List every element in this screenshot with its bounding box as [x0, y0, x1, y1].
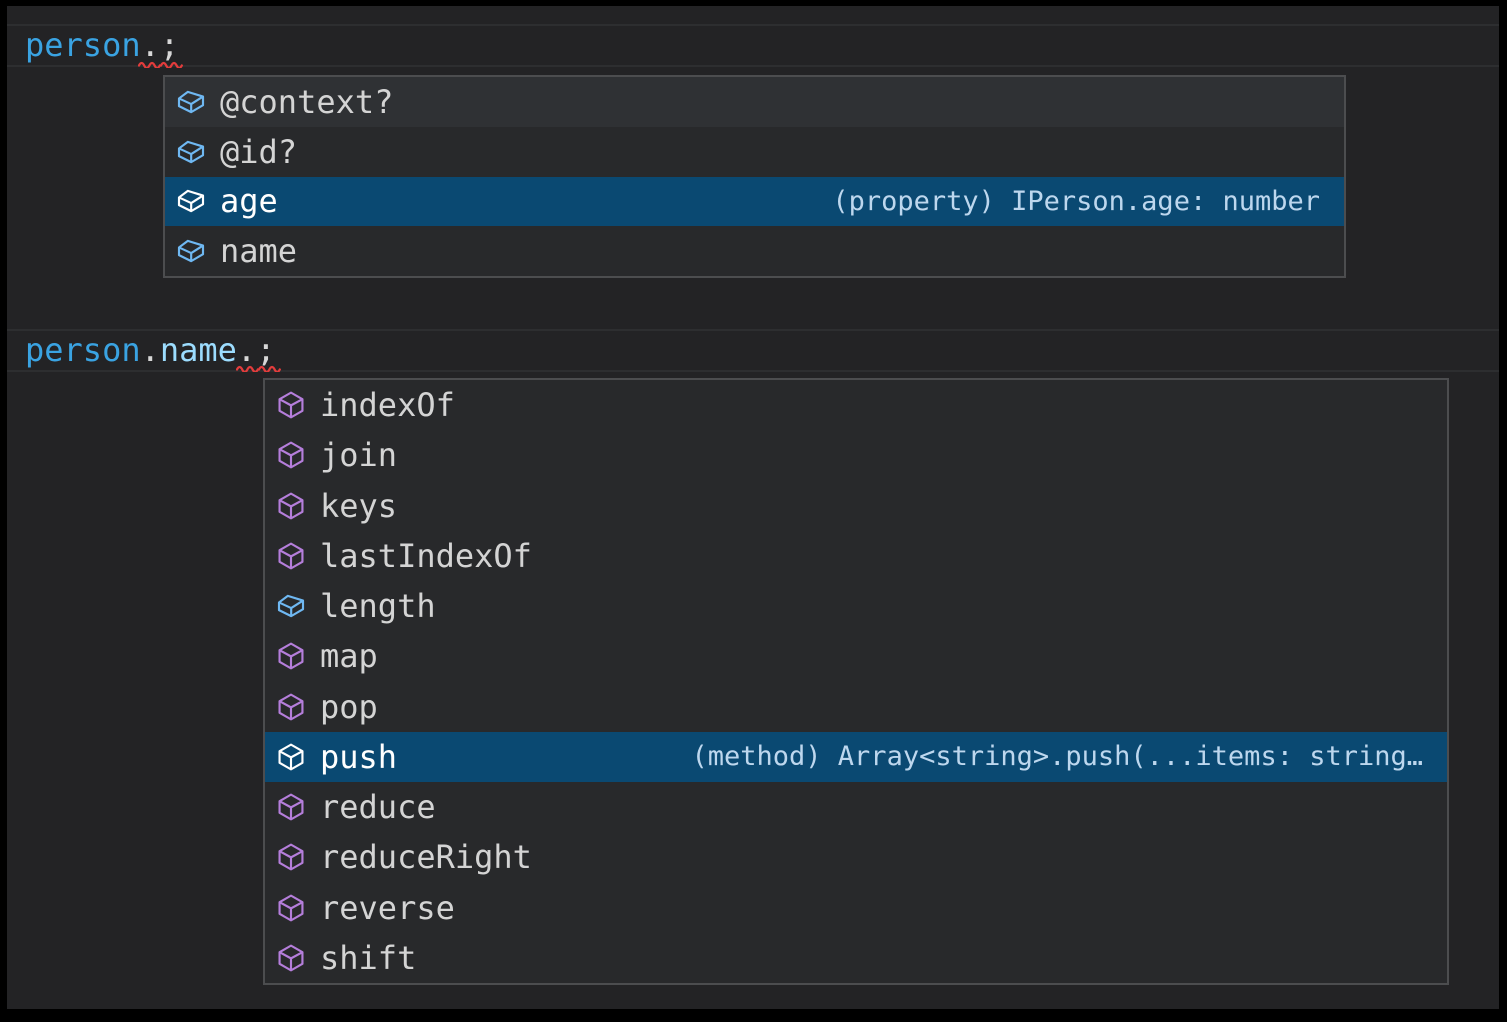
current-line-border-top-2 [7, 329, 1499, 331]
method-icon [278, 843, 304, 871]
dot-token: . [140, 331, 160, 369]
suggest-widget-2: indexOf join keys lastIndexOf length map… [263, 378, 1449, 985]
suggestion-detail: (method) Array<string>.push(...items: st… [691, 741, 1424, 773]
suggestion-item-lastindexof[interactable]: lastIndexOf [265, 531, 1447, 581]
suggestion-label: length [320, 587, 436, 626]
field-icon [177, 90, 205, 114]
variable-token: person [25, 331, 141, 369]
suggestion-label: lastIndexOf [320, 536, 532, 575]
code-line-1[interactable]: person.; [25, 24, 179, 66]
field-icon [177, 190, 205, 213]
suggestion-label: reverse [320, 888, 455, 927]
suggestion-label: reduceRight [320, 838, 532, 877]
error-squiggle-icon [236, 365, 259, 372]
semicolon-token: ; [159, 26, 180, 64]
suggestion-item-context[interactable]: @context? [165, 77, 1344, 127]
suggestion-item-map[interactable]: map [265, 631, 1447, 681]
suggestion-label: @id? [220, 132, 298, 171]
error-squiggle-icon [258, 365, 281, 372]
suggestion-label: push [320, 737, 398, 776]
suggestion-label: @context? [220, 82, 394, 121]
code-line-2[interactable]: person.name.; [25, 329, 275, 371]
method-icon [278, 391, 304, 419]
suggestion-label: pop [320, 687, 378, 726]
variable-token: person [25, 26, 141, 64]
suggestion-label: keys [320, 486, 398, 525]
current-line-border-top-1 [7, 24, 1499, 26]
suggestion-item-id[interactable]: @id? [165, 127, 1344, 177]
method-icon [278, 492, 304, 520]
field-icon [177, 239, 205, 263]
suggestion-label: name [220, 232, 298, 271]
suggestion-item-shift[interactable]: shift [265, 933, 1447, 983]
error-squiggle-icon [160, 61, 183, 68]
suggestion-label: reduce [320, 788, 436, 827]
suggestion-item-indexof[interactable]: indexOf [265, 380, 1447, 430]
method-icon [278, 743, 304, 771]
method-icon [278, 894, 304, 922]
suggestion-item-length[interactable]: length [265, 581, 1447, 631]
suggestion-item-push-selected[interactable]: push (method) Array<string>.push(...item… [265, 731, 1447, 782]
suggestion-detail: (property) IPerson.age: number [832, 185, 1320, 217]
suggest-widget-1: @context? @id? age (property) IPerson.ag… [163, 75, 1346, 278]
suggestion-item-reverse[interactable]: reverse [265, 883, 1447, 933]
method-icon [278, 944, 304, 972]
suggestion-item-name[interactable]: name [165, 226, 1344, 276]
method-icon [278, 642, 304, 670]
property-token: name [159, 331, 237, 369]
suggestion-label: indexOf [320, 386, 455, 425]
method-icon [278, 793, 304, 821]
dot-token: . [140, 26, 160, 64]
suggestion-item-age-selected[interactable]: age (property) IPerson.age: number [165, 176, 1344, 227]
suggestion-item-keys[interactable]: keys [265, 481, 1447, 531]
suggestion-item-pop[interactable]: pop [265, 682, 1447, 732]
field-icon [177, 140, 205, 163]
field-icon [277, 594, 305, 618]
suggestion-label: shift [320, 938, 417, 977]
suggestion-item-join[interactable]: join [265, 430, 1447, 480]
suggestion-item-reduce[interactable]: reduce [265, 782, 1447, 832]
dot-token: . [236, 331, 257, 369]
current-line-border-bottom-2 [7, 370, 1499, 372]
error-squiggle-icon [138, 61, 161, 68]
method-icon [278, 441, 304, 469]
method-icon [278, 542, 304, 570]
suggestion-item-reduceright[interactable]: reduceRight [265, 832, 1447, 882]
suggestion-label: age [220, 182, 278, 221]
suggestion-label: map [320, 637, 378, 676]
current-line-border-bottom-1 [7, 65, 1499, 67]
suggestion-label: join [320, 436, 398, 475]
semicolon-token: ; [256, 331, 276, 369]
method-icon [278, 693, 304, 721]
